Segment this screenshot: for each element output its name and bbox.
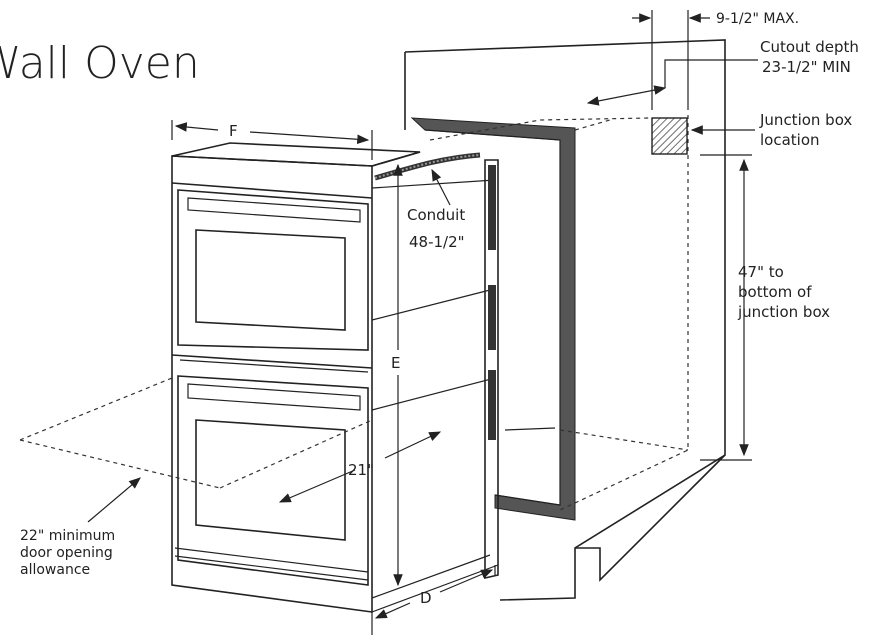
junction-box-shape: [651, 117, 688, 155]
conduit-label: Conduit: [407, 206, 465, 224]
height-label-line3: junction box: [737, 303, 830, 321]
cutout-depth-label: Cutout depth: [760, 38, 859, 56]
labels: 9-1/2" MAX. Cutout depth 23-1/2" MIN Jun…: [20, 11, 859, 607]
dimension-f-label: F: [229, 122, 238, 140]
door-opening-label-line2: door opening: [20, 545, 113, 561]
cutout-depth-value: 23-1/2" MIN: [762, 58, 851, 76]
cabinet: [404, 39, 726, 601]
height-label-line1: 47" to: [738, 263, 784, 281]
door-opening-label-line3: allowance: [20, 562, 90, 578]
width-max-label: 9-1/2" MAX.: [716, 11, 799, 27]
dimension-d-label: D: [420, 589, 432, 607]
door-opening-label-line1: 22" minimum: [20, 528, 115, 544]
dimension-e-label: E: [391, 354, 400, 372]
conduit-length: 48-1/2": [409, 233, 465, 251]
junction-box-label: Junction box: [759, 111, 852, 129]
page-title: Wall Oven: [0, 38, 200, 89]
dimension-21-label: 21": [348, 461, 374, 479]
junction-box-label-line2: location: [760, 131, 820, 149]
height-label-line2: bottom of: [738, 283, 812, 301]
dimension-lines: [19, 10, 758, 635]
double-wall-oven: [171, 142, 499, 613]
